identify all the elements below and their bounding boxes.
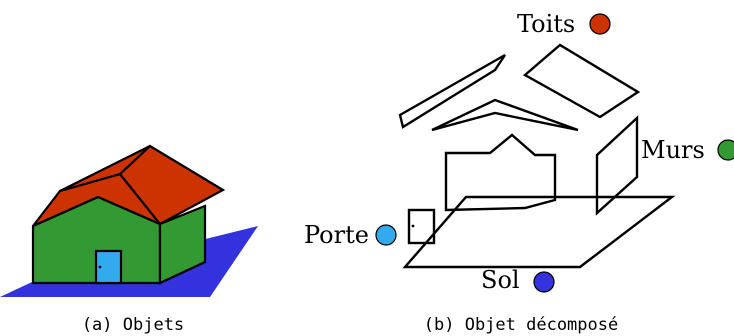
house-roof-ridge (59, 145, 151, 193)
label-roofs: Toits (517, 10, 575, 38)
roof-piece-right (522, 43, 641, 119)
house-door (94, 249, 123, 285)
panel-b-decomposed (398, 43, 676, 269)
door-piece (407, 208, 436, 245)
ground-piece (402, 195, 676, 269)
caption-panel-a: (a) Objets (82, 315, 184, 335)
door-knob (98, 265, 102, 269)
panel-a-house (0, 144, 258, 297)
caption-panel-b: (b) Objet décomposé (424, 315, 618, 335)
house-side-wall (158, 204, 207, 285)
door-piece-knob (411, 224, 415, 228)
wall-front (444, 133, 557, 212)
roof-piece-lower (431, 98, 579, 132)
label-ground: Sol (481, 266, 520, 294)
label-walls: Murs (641, 136, 705, 164)
label-door: Porte (304, 221, 369, 249)
marker-ground (533, 271, 555, 293)
roof-piece-left (398, 53, 506, 129)
marker-roofs (589, 13, 611, 35)
marker-walls (717, 139, 734, 161)
wall-side (595, 115, 639, 216)
marker-door (375, 224, 397, 246)
